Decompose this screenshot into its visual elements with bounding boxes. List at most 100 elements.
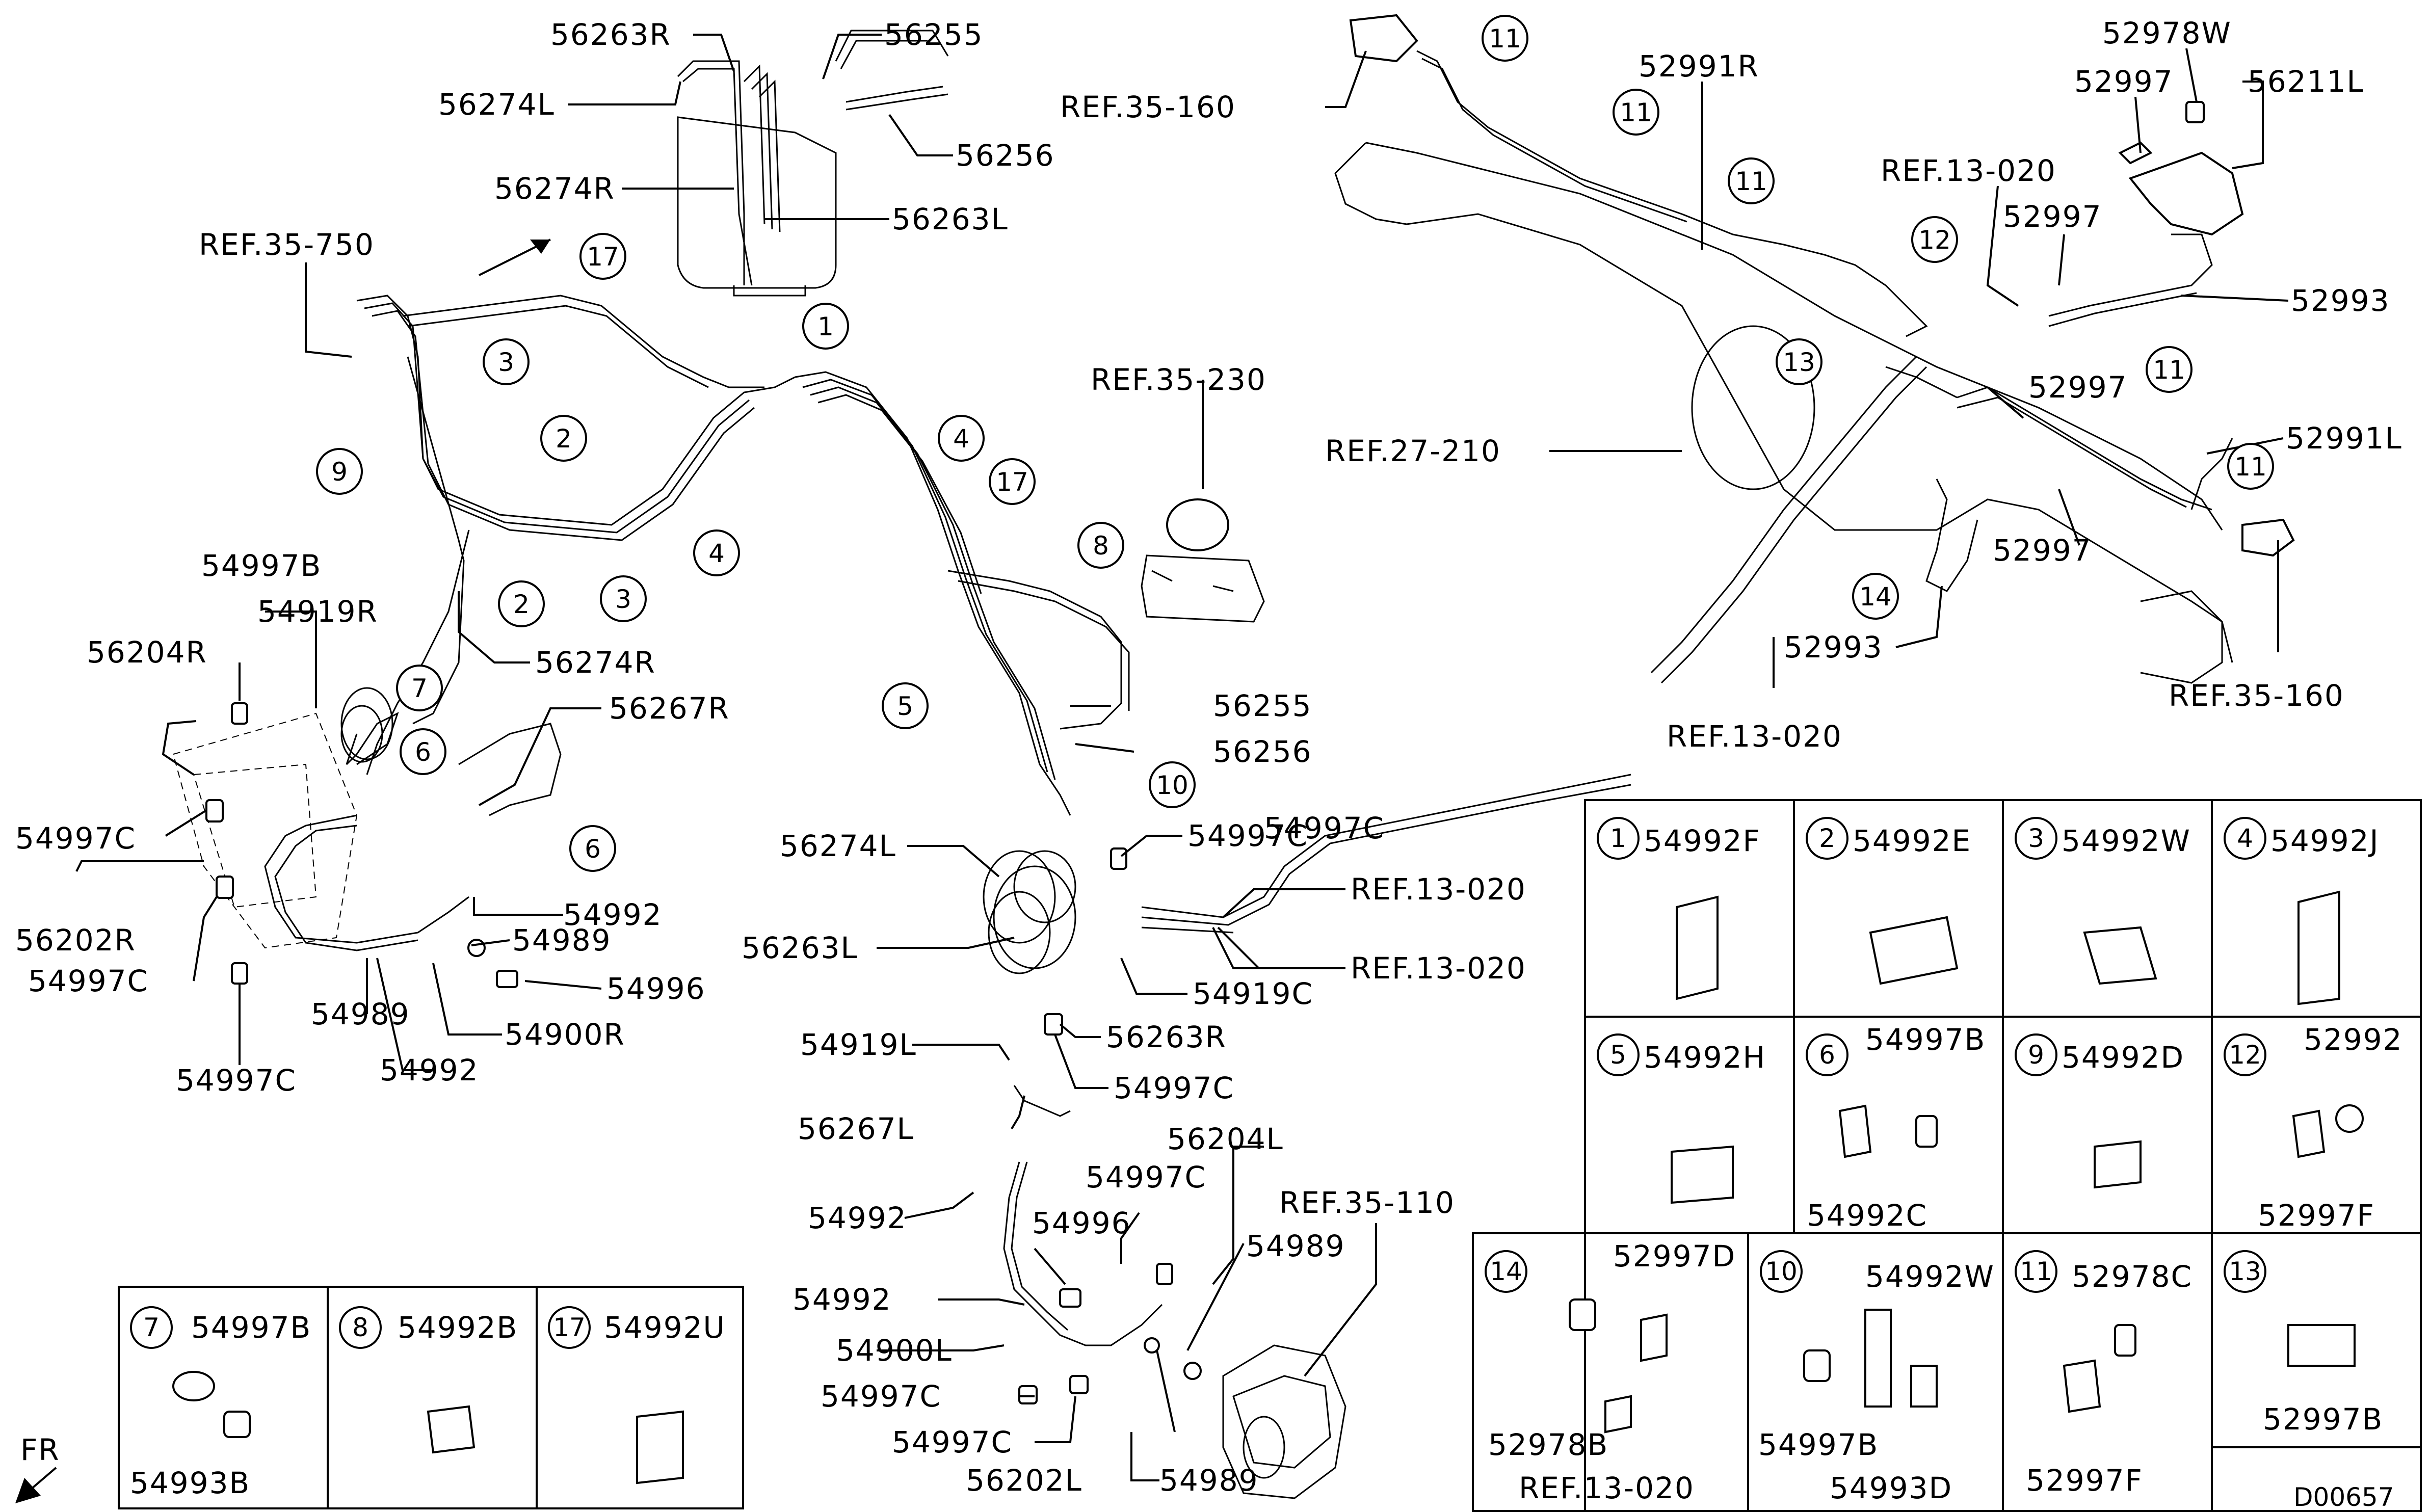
clip-10-bolt-icon (1803, 1349, 1831, 1382)
callout-c6 (498, 580, 545, 627)
clip-12-code-a: 52992 (2304, 1022, 2403, 1057)
label-ref-35-230: REF.35-230 (1091, 362, 1266, 397)
callout-c22 (2146, 346, 2193, 393)
label-54992-b: 54992 (380, 1053, 479, 1087)
callout-c5 (316, 448, 363, 495)
label-ref-13-020-b: REF.13-020 (1351, 951, 1526, 986)
callout-c18-num: 11 (1620, 98, 1652, 127)
rear-pipe-to-ref (1141, 774, 1631, 934)
clip-5-icon (1671, 1145, 1734, 1204)
label-54997C-b: 54997C (28, 964, 149, 998)
front-arrow-label: FR (20, 1433, 60, 1467)
label-56255-mid: 56255 (1213, 688, 1312, 723)
label-52991R: 52991R (1639, 49, 1759, 84)
label-ref-35-750: REF.35-750 (199, 227, 375, 262)
clip-table-right: 1 54992F 2 54992E 3 54992W 4 54992J 5 54… (1472, 799, 2422, 1512)
callout-c24-num: 14 (1859, 582, 1892, 612)
label-56274R-top: 56274R (494, 171, 615, 206)
clip-table-left: 7 54997B 54993B 8 54992B 17 54992U (118, 1286, 744, 1509)
callout-c2-num: 1 (817, 312, 834, 341)
clip-14-clip-icon (1604, 1395, 1632, 1434)
clip-9-code: 54992D (2062, 1040, 2184, 1075)
label-56267R: 56267R (609, 691, 730, 726)
callout-c3 (483, 338, 530, 385)
callout-c17-num: 11 (1489, 24, 1521, 54)
front-right-hose (264, 712, 562, 951)
rear-brackets (1349, 14, 2295, 557)
label-56274R-mid: 56274R (535, 645, 656, 680)
callout-c21-num: 13 (1783, 348, 1815, 377)
clip-6-bolt-icon (1915, 1115, 1938, 1148)
clip-6-code-a: 54997B (1865, 1022, 1986, 1057)
label-56263L-mid: 56263L (742, 931, 858, 965)
clip-11-code-a: 52978C (2072, 1259, 2193, 1294)
clip-11-bolt-icon (2114, 1324, 2136, 1357)
label-54996-b: 54996 (1032, 1206, 1131, 1240)
clip-13-code: 52997B (2263, 1402, 2383, 1437)
clip-13-num: 13 (2229, 1257, 2261, 1286)
master-cylinder-reservoir (677, 116, 837, 297)
clip-14-icon (1640, 1313, 1668, 1362)
label-54997C-d: 54997C (1187, 818, 1308, 853)
clip-1-code: 54992F (1644, 824, 1761, 858)
label-54919R: 54919R (257, 594, 378, 629)
label-56274L-mid: 56274L (780, 829, 896, 863)
clip-1-num: 1 (1610, 824, 1626, 853)
front-left-caliper (1222, 1344, 1346, 1499)
label-54989-a: 54989 (512, 923, 612, 958)
master-cylinder (1141, 498, 1265, 623)
label-ref-13-020-mid: REF.13-020 (1667, 719, 1842, 754)
left-brake-lines (356, 295, 796, 775)
clip-4-code: 54992J (2270, 824, 2380, 858)
callout-numbers: 17 1 3 2 9 2 3 4 4 17 8 7 6 6 5 10 11 11… (331, 24, 2267, 864)
clip-14-bolt-icon (1569, 1298, 1596, 1331)
callout-c4 (540, 415, 587, 462)
front-direction-indicator: FR (15, 1433, 60, 1503)
clip-12-code-b: 52997F (2258, 1198, 2375, 1233)
callout-c14 (569, 825, 616, 872)
callout-c23 (2227, 443, 2274, 490)
callout-c12-num: 7 (411, 674, 428, 703)
callout-c15 (882, 682, 929, 729)
label-54989-b: 54989 (311, 997, 410, 1031)
label-54989-d: 54989 (1159, 1463, 1259, 1498)
callout-c10-num: 17 (996, 467, 1028, 497)
clip-4-num: 4 (2237, 824, 2253, 853)
clip-3-code: 54992W (2062, 824, 2191, 858)
clip-11-num: 11 (2020, 1257, 2052, 1286)
callout-c11 (1077, 522, 1124, 569)
callout-c1-num: 17 (587, 242, 619, 272)
callout-c6-num: 2 (513, 590, 530, 619)
clip-8-code: 54992B (398, 1310, 518, 1345)
label-52993-top: 52993 (2291, 283, 2390, 318)
clip-5-code: 54992H (1644, 1040, 1766, 1075)
label-56211L: 56211L (2248, 64, 2364, 99)
label-56256-top: 56256 (956, 138, 1055, 173)
label-52978W: 52978W (2102, 16, 2232, 50)
callout-c20 (1911, 216, 1958, 263)
front-left-hose (1003, 1085, 1163, 1346)
clip-6-num: 6 (1819, 1040, 1835, 1070)
label-ref-35-160-right: REF.35-160 (2169, 678, 2344, 713)
rear-axle-housing (1334, 142, 2233, 684)
label-54997B: 54997B (201, 548, 322, 583)
clip-10-code-c: 54993D (1830, 1471, 1952, 1505)
callout-c7-num: 3 (615, 585, 631, 614)
label-ref-13-020-top: REF.13-020 (1881, 153, 2056, 188)
clip-8-num: 8 (352, 1313, 368, 1342)
label-56204R: 56204R (87, 635, 207, 670)
callout-c8-num: 4 (708, 539, 725, 568)
pipe-coil-right (340, 687, 393, 763)
brake-pipe-bundle-upper (677, 30, 949, 286)
clip-10-num: 10 (1765, 1257, 1798, 1286)
callout-c9-num: 4 (953, 424, 969, 454)
callout-c20-num: 12 (1918, 225, 1951, 255)
clip-12-num: 12 (2229, 1040, 2261, 1070)
clip-12-nut-icon (2335, 1104, 2364, 1133)
label-54997C-top-right: 54997C (1264, 811, 1385, 845)
clip-1-icon (1676, 895, 1719, 1000)
part-labels: 56263R 56255 56274L 56256 56274R 56263L … (15, 16, 2401, 1498)
leader-lines (75, 34, 2289, 1481)
label-52997-d: 52997 (1993, 533, 2092, 568)
